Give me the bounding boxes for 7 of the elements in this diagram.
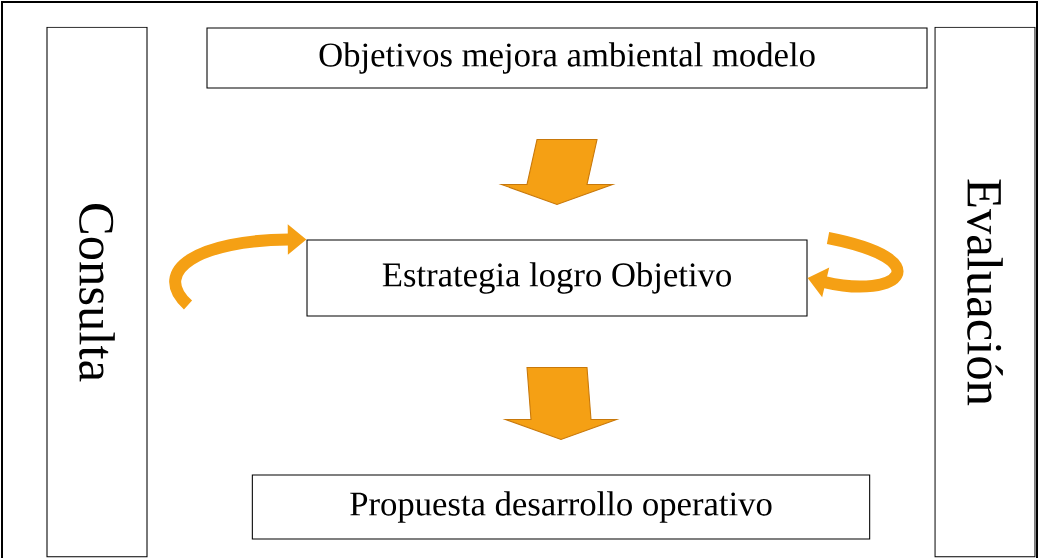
process-box: Objetivos mejora ambiental modelo [206, 27, 928, 89]
process-box: Estrategia logro Objetivo [306, 239, 808, 317]
side-band: Consulta [46, 26, 148, 558]
side-band: Evaluación [934, 26, 1036, 558]
process-box: Propuesta desarrollo operativo [251, 474, 871, 540]
arrow [498, 139, 616, 206]
arrow [502, 367, 620, 441]
